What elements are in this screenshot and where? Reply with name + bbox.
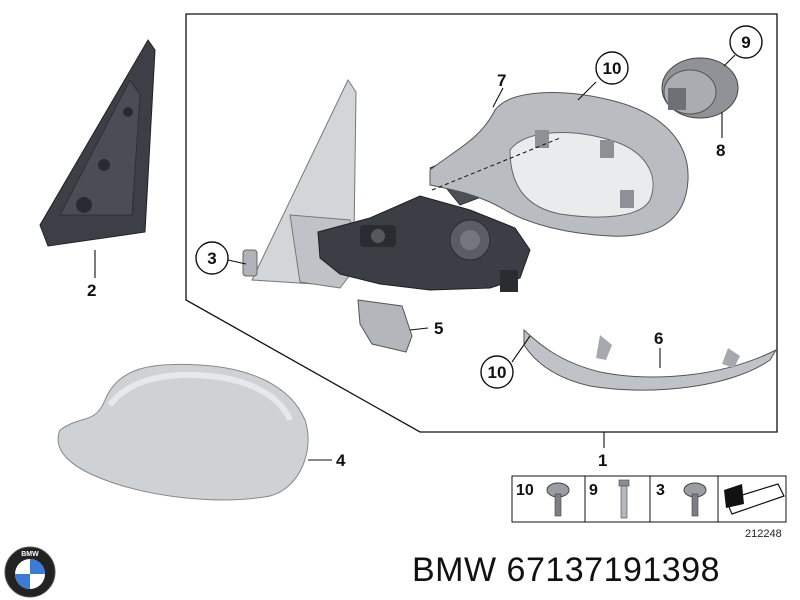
callout-6: 6 bbox=[654, 329, 663, 348]
logo-letters: BMW bbox=[21, 551, 39, 558]
kit-item-9: 9 bbox=[589, 482, 598, 499]
part-7-mirror-housing bbox=[429, 87, 689, 237]
screw-icon bbox=[683, 482, 707, 517]
mounting-wedge-icon bbox=[724, 483, 785, 515]
hardware-kit-table: 10 9 3 bbox=[511, 475, 787, 523]
callout-8: 8 bbox=[716, 141, 725, 160]
part-2-triangle-bracket bbox=[39, 39, 156, 278]
kit-item-10: 10 bbox=[516, 482, 534, 499]
callout-3: 3 bbox=[207, 249, 216, 268]
callout-3-badge: 3 bbox=[195, 241, 247, 275]
bolt-icon bbox=[618, 479, 630, 519]
callout-10-bottom-badge: 10 bbox=[480, 335, 531, 389]
callout-5: 5 bbox=[434, 319, 443, 338]
callout-10-top-badge: 10 bbox=[577, 51, 629, 101]
diagram-reference-number: 212248 bbox=[745, 528, 782, 540]
callout-2: 2 bbox=[87, 281, 96, 300]
screw-torx-icon bbox=[546, 482, 570, 517]
part-4-mirror-cap bbox=[57, 363, 332, 501]
part-number-caption: BMW 67137191398 bbox=[412, 551, 721, 589]
part-8-adjustment-motor bbox=[661, 57, 739, 138]
callout-10-bottom: 10 bbox=[488, 363, 507, 382]
dashed-guide-line bbox=[431, 137, 561, 191]
callout-4: 4 bbox=[336, 451, 346, 470]
callout-9-badge: 9 bbox=[723, 25, 763, 67]
callout-10-top: 10 bbox=[603, 59, 622, 78]
kit-item-3: 3 bbox=[656, 482, 665, 499]
callout-9: 9 bbox=[741, 33, 750, 52]
callout-7: 7 bbox=[497, 71, 506, 90]
part-6-lower-trim bbox=[523, 328, 778, 391]
part-5-clip bbox=[357, 299, 429, 353]
callout-1: 1 bbox=[598, 451, 607, 470]
bmw-logo-icon: BMW bbox=[4, 546, 56, 598]
assembly-outline bbox=[185, 13, 778, 433]
